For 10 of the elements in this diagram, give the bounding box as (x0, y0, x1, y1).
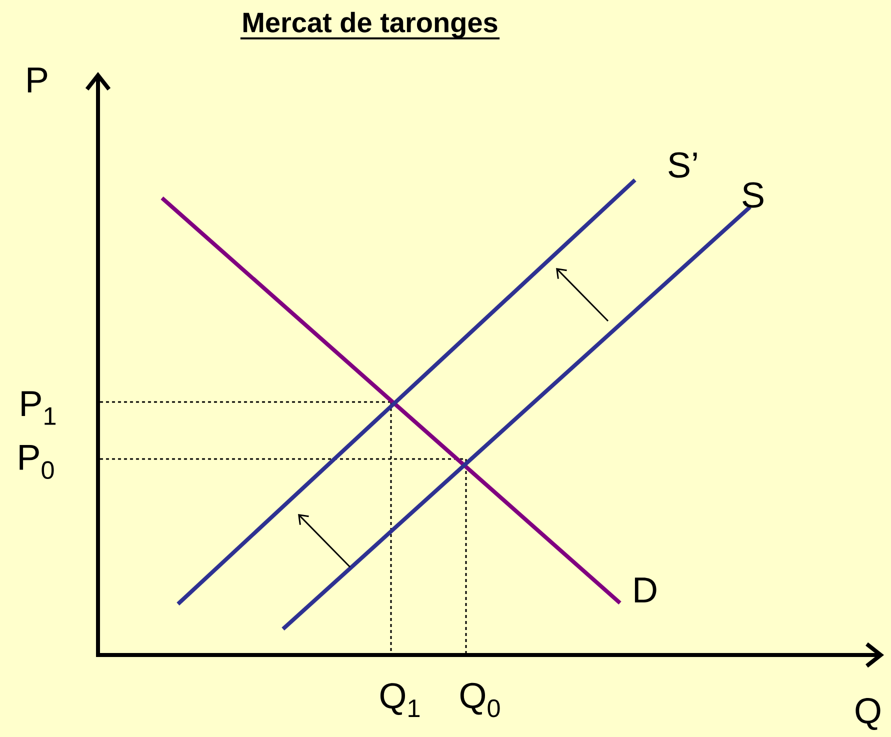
curve-label: D (634, 578, 656, 602)
axis-label: P (28, 68, 48, 92)
price-label: P$_{0}$ (20, 445, 54, 480)
curve-label: S’ (668, 152, 697, 178)
quantity-label: Q$_{1}$ (380, 683, 420, 717)
price-label: P$_{1}$ (22, 391, 56, 425)
quantity-label: Q$_{0}$ (460, 682, 500, 718)
axis-label: Q (856, 698, 880, 730)
curve-label: S (742, 182, 764, 208)
chart-title: Mercat de taronges (240, 12, 500, 40)
